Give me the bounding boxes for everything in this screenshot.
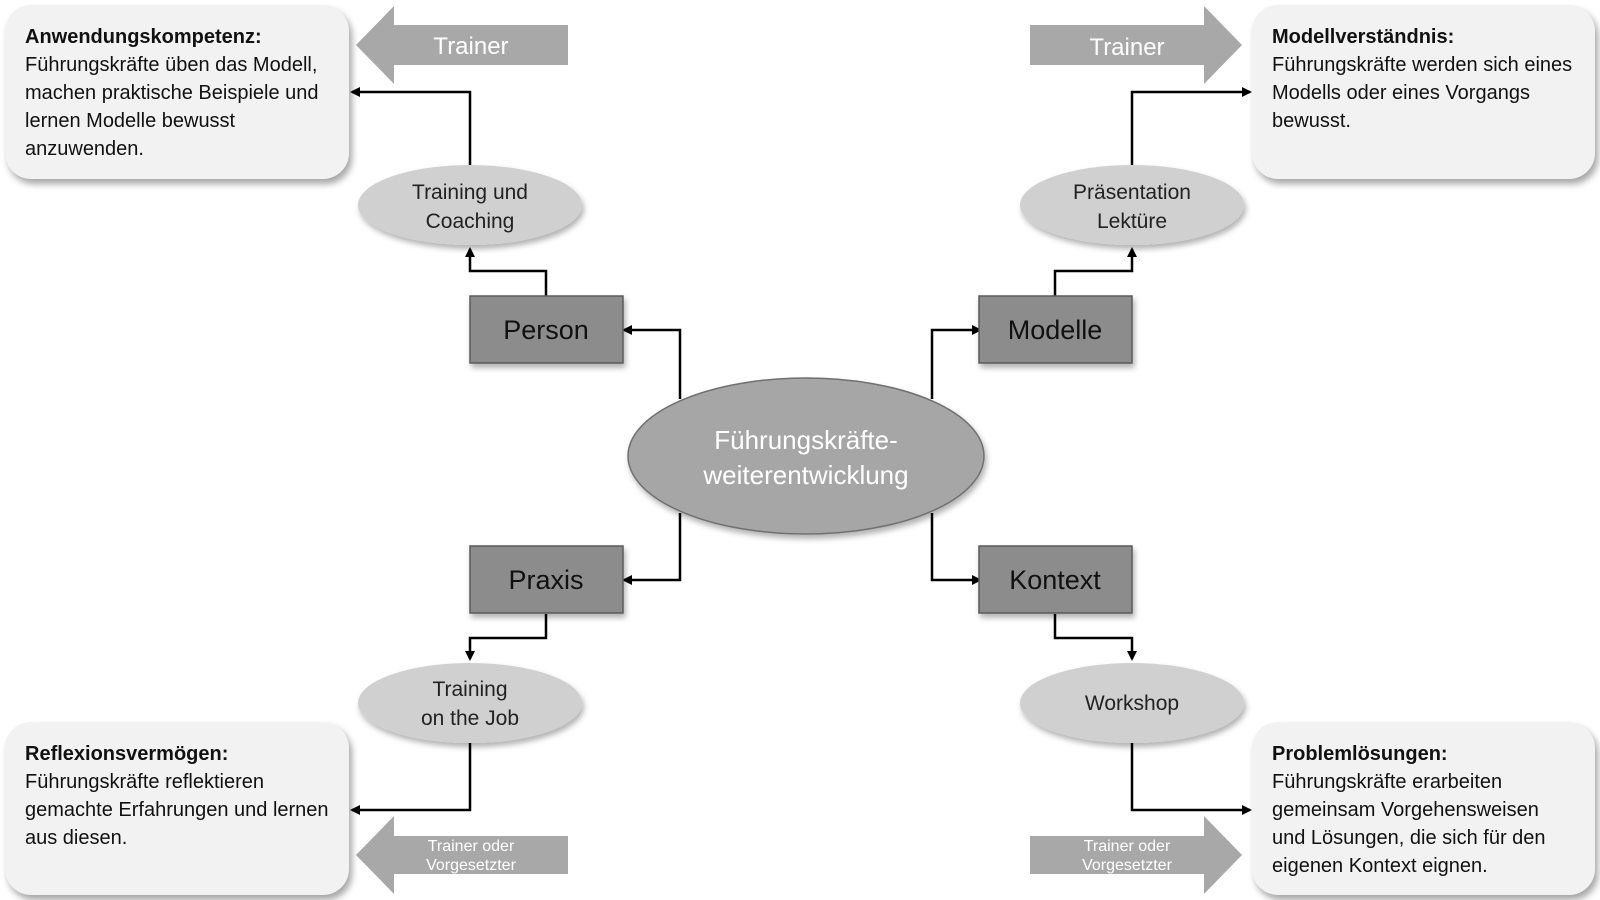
method-label-person-line2: Coaching — [426, 210, 515, 233]
method-label-person-line1: Training und — [412, 181, 528, 204]
method-label-kontext: Workshop — [1085, 692, 1179, 715]
box-modelle — [978, 295, 1133, 364]
desc-body-kontext: Führungskräfte erarbeiten gemeinsam Vorg… — [1272, 771, 1546, 877]
box-label-praxis: Praxis — [508, 565, 583, 595]
center-ellipse — [627, 377, 985, 535]
desc-heading-kontext: Problemlösungen: — [1272, 743, 1448, 765]
method-label-praxis-line1: Training — [432, 678, 507, 701]
trainer-arrow-person — [356, 6, 568, 84]
connector-modelle-method — [1053, 247, 1137, 296]
desc-heading-praxis: Reflexionsvermögen: — [25, 743, 229, 765]
desc-box-praxis: Reflexionsvermögen: Führungskräfte refle… — [5, 722, 349, 895]
desc-body-person: Führungskräfte üben das Modell, machen p… — [25, 54, 319, 160]
arrow-label-kontext-line2: Vorgesetzter — [1082, 857, 1173, 874]
method-label-praxis-line2: on the Job — [421, 707, 519, 730]
box-kontext — [978, 545, 1133, 614]
connector-center-modelle — [930, 325, 982, 399]
desc-box-kontext: Problemlösungen: Führungskräfte erarbeit… — [1252, 722, 1595, 895]
connector-praxis-desc — [350, 742, 472, 815]
connector-person-desc — [350, 87, 472, 165]
arrow-label-praxis-line1: Trainer oder — [428, 838, 515, 855]
arrow-label-person: Trainer — [433, 33, 508, 60]
arrow-label-praxis-line2: Vorgesetzter — [426, 857, 517, 874]
connector-modelle-desc — [1130, 87, 1252, 165]
desc-body-modelle: Führungskräfte werden sich eines Modells… — [1272, 54, 1573, 132]
box-praxis — [469, 545, 624, 614]
box-person — [469, 295, 624, 364]
method-ellipse-praxis — [358, 663, 582, 743]
method-ellipse-kontext — [1020, 663, 1244, 743]
center-label-line2: weiterentwicklung — [702, 460, 908, 490]
trainer-arrow-praxis — [356, 816, 568, 894]
trainer-arrow-modelle — [1030, 6, 1242, 84]
box-label-modelle: Modelle — [1008, 315, 1103, 345]
connector-praxis-method — [465, 614, 548, 661]
box-label-kontext: Kontext — [1009, 565, 1101, 595]
connector-kontext-method — [1053, 614, 1137, 661]
method-ellipse-person — [358, 165, 582, 245]
method-label-modelle-line2: Lektüre — [1097, 210, 1167, 233]
method-label-modelle-line1: Präsentation — [1073, 181, 1191, 204]
box-label-person: Person — [503, 315, 589, 345]
arrow-label-kontext-line1: Trainer oder — [1084, 838, 1171, 855]
center-label-line1: Führungskräfte- — [714, 425, 898, 455]
connector-kontext-desc — [1130, 742, 1252, 815]
desc-box-person: Anwendungskompetenz: Führungskräfte üben… — [5, 5, 349, 179]
arrow-label-modelle: Trainer — [1089, 34, 1164, 61]
desc-heading-person: Anwendungskompetenz: — [25, 26, 262, 48]
connector-center-praxis — [622, 513, 682, 585]
desc-box-modelle: Modellverständnis: Führungskräfte werden… — [1252, 5, 1595, 179]
desc-body-praxis: Führungskräfte reflektieren gemachte Erf… — [25, 771, 329, 849]
connector-center-person — [622, 325, 682, 399]
method-ellipse-modelle — [1020, 165, 1244, 245]
connector-center-kontext — [930, 513, 982, 585]
trainer-arrow-kontext — [1030, 816, 1242, 894]
connector-person-method — [465, 247, 548, 296]
desc-heading-modelle: Modellverständnis: — [1272, 26, 1455, 48]
